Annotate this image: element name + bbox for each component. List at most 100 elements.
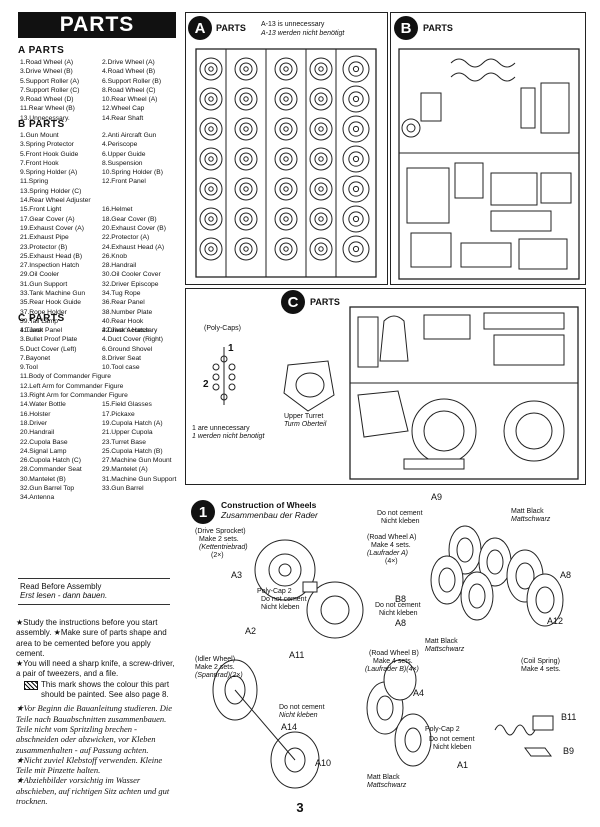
read-before-assembly: Read Before Assembly Erst lesen - dann b… [18, 578, 170, 605]
label-b9: B9 [563, 746, 575, 756]
label-nichtkleben-d: Nicht kleben [279, 712, 318, 719]
sprue-a-drawing [195, 48, 377, 278]
part-item: 17.Pickaxe [102, 410, 135, 418]
part-item: 8.Suspension [102, 159, 143, 167]
label-nichtkleben-e: Nicht kleben [433, 744, 472, 751]
step-1-drawing [212, 525, 564, 789]
part-item: 32.Gun Barrel Top [20, 485, 75, 493]
upper-turret-drawing [283, 360, 335, 412]
read-before-de: Erst lesen - dann bauen. [20, 591, 108, 600]
label-a12: A12 [547, 616, 564, 626]
part-item: 36.Rear Panel [102, 299, 145, 307]
part-item: 4.Periscope [102, 141, 138, 149]
part-item: 34.Antenna [20, 494, 55, 502]
parts-list-a: 1.Road Wheel (A)2.Drive Wheel (A)3.Drive… [20, 58, 192, 123]
part-item: 27.Machine Gun Mount [102, 457, 172, 465]
step-1-panel: 1 Construction of Wheels Zusammenbau der… [185, 490, 586, 792]
section-heading-b: B PARTS [18, 119, 65, 130]
note-3: This mark shows the colour this part sho… [41, 679, 170, 700]
sprue-c-header: C PARTS [281, 290, 340, 314]
part-item: 26.Cupola Hatch (C) [20, 457, 81, 465]
part-item: 2.Drive Wheel (A) [102, 59, 155, 66]
label-a2: A2 [245, 626, 257, 636]
part-item: 29.Oil Cooler [20, 271, 60, 279]
label-polycap-b: Poly-Cap 2 [425, 726, 460, 733]
part-item: 2.Driver's Hatch [102, 327, 150, 334]
note-2: ★You will need a sharp knife, a screw-dr… [16, 659, 175, 679]
part-item: 6.Support Roller (B) [102, 77, 162, 85]
part-item: 25.Cupola Hatch (B) [102, 447, 163, 455]
sprue-b-drawing [398, 48, 580, 280]
label-a9: A9 [431, 492, 443, 502]
upper-turret-label-de: Turm Oberteil [284, 421, 327, 428]
part-item [102, 372, 192, 381]
part-item: 40.Rear Hook [102, 317, 144, 325]
part-item: 15.Front Light [20, 206, 62, 214]
part-item: 13.Right Arm for Commander Figure [20, 392, 128, 400]
label-laufrader-a: (Laufrader A) [367, 550, 408, 557]
sprue-c-panel: C PARTS (Poly-Caps) 1 2 1 are unnecessar… [185, 288, 586, 485]
label-nocement-d: Do not cement [279, 704, 325, 711]
part-item: 3.Bullet Proof Plate [20, 336, 78, 344]
label-matt-b: Matt Black [425, 638, 458, 645]
part-item: 4.Duct Cover (Right) [102, 336, 163, 344]
part-item: 9.Spring Holder (A) [20, 169, 78, 177]
label-idler: (Idler Wheel) [195, 656, 236, 663]
part-item: 13.Unnecessary. [20, 114, 70, 122]
label-matt-a: Matt Black [511, 508, 544, 515]
polycap-note-en: 1 are unnecessary [192, 425, 250, 432]
part-item: 5.Duct Cover (Left) [20, 345, 77, 353]
sprue-b-title: PARTS [423, 23, 453, 33]
part-item: 14.Rear Shaft [102, 114, 144, 122]
part-item: 20.Handrail [20, 429, 55, 437]
part-item: 32.Driver Episcope [102, 280, 159, 288]
part-item: 6.Upper Guide [102, 150, 146, 158]
polycap-drawing [212, 347, 236, 405]
part-item: 14.Water Bottle [20, 401, 66, 409]
label-make4-a: Make 4 sets. [371, 542, 411, 549]
label-make2-a: Make 2 sets. [199, 536, 239, 543]
sprue-c-title: PARTS [310, 297, 340, 307]
note-de-1: ★Vor Beginn die Bauanleitung studieren. … [16, 703, 173, 755]
part-item: 33.Tank Machine Gun [20, 290, 86, 298]
part-item: 26.Knob [102, 252, 127, 260]
label-mattde-b: Mattschwarz [425, 646, 465, 653]
sprue-a-note-de: A-13 werden nicht benötigt [261, 30, 345, 37]
label-mattde-c: Mattschwarz [367, 782, 407, 789]
part-item: 16.Holster [20, 410, 51, 418]
part-item: 23.Protector (B) [20, 243, 68, 251]
part-item: 10.Tool case [102, 364, 140, 372]
part-item: 1.Turret Panel [20, 327, 63, 334]
part-item: 24.Signal Lamp [20, 447, 67, 455]
label-a8-right: A8 [560, 570, 572, 580]
sprue-a-title: PARTS [216, 23, 246, 33]
part-item: 30.Oil Cooler Cover [102, 271, 161, 279]
part-item: 24.Exhaust Head (A) [102, 243, 165, 251]
note-1: ★Study the instructions before you start… [16, 618, 167, 658]
part-item: 25.Exhaust Head (B) [20, 252, 83, 260]
part-item: 21.Upper Cupola [102, 429, 153, 437]
label-nocement-c: Do not cement [375, 602, 421, 609]
label-a3: A3 [231, 570, 243, 580]
part-item: 2.Anti Aircraft Gun [102, 132, 157, 139]
label-make2-b: Make 2 sets. [195, 664, 235, 671]
label-mattde-a: Mattschwarz [511, 516, 551, 523]
part-item: 31.Machine Gun Support [102, 475, 177, 483]
part-item: 11.Rear Wheel (B) [20, 105, 75, 113]
part-item: 31.Gun Support [20, 280, 68, 288]
section-heading-a: A PARTS [18, 45, 65, 56]
label-nichtkleben-a: Nicht kleben [261, 604, 300, 611]
label-polycap-a: Poly-Cap 2 [257, 588, 292, 595]
label-x4-a: (4×) [385, 558, 398, 565]
part-item: 41.Jack [20, 327, 44, 335]
part-item: 33.Gun Barrel [102, 485, 144, 493]
step-1-title-de: Zusammenbau der Rader [221, 510, 318, 520]
part-item: 19.Exhaust Cover (A) [20, 224, 84, 232]
part-item: 5.Support Roller (A) [20, 77, 80, 85]
part-item: 39.Tail Lamp [20, 317, 58, 325]
parts-list-c: 1.Turret Panel 2.Driver's Hatch 3.Bullet P… [20, 326, 192, 503]
label-coil: (Coil Spring) [521, 658, 560, 665]
part-item: 12.Left Arm for Commander Figure [20, 382, 124, 390]
part-item [102, 493, 192, 502]
